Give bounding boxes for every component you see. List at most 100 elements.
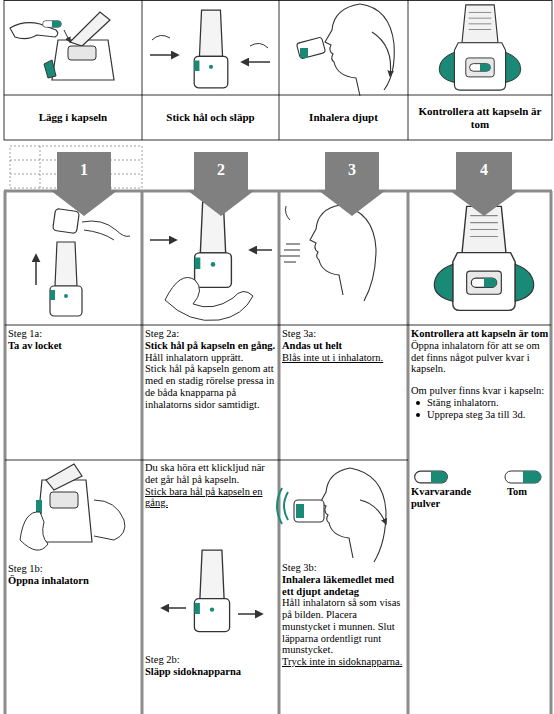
instruction-text: Om pulver finns kvar i kapseln: bbox=[411, 385, 549, 397]
instruction-text: Tryck inte in sidoknapparna. bbox=[282, 656, 406, 668]
pic-1a-part bbox=[50, 242, 82, 316]
text-cell: Steg 1a:Ta av locket bbox=[8, 328, 140, 456]
arrow-frame-part bbox=[550, 191, 553, 714]
pic-2b-part bbox=[162, 607, 186, 609]
text-cell: Steg 3a:Andas ut heltBlås inte ut i inha… bbox=[282, 328, 406, 458]
instruction-text: Öppna inhalatorn för att se om det finns… bbox=[411, 340, 549, 375]
text-cell: Kontrollera att kapseln är tomÖppna inha… bbox=[411, 328, 549, 708]
pic-1a-part bbox=[84, 230, 114, 240]
instruction-text: Steg 3b: bbox=[282, 562, 406, 574]
pic-1a-part bbox=[82, 221, 130, 236]
pic-2a-part bbox=[250, 249, 272, 251]
instruction-text: Stick hål på kapseln en gång. bbox=[145, 340, 277, 352]
capsule-icons-part bbox=[523, 471, 541, 483]
bullet-dot bbox=[416, 401, 420, 405]
pic-2a-part bbox=[165, 278, 253, 321]
pic-2a-part bbox=[195, 202, 232, 287]
text-cell: Du ska höra ett klickljud när det går hå… bbox=[145, 462, 277, 538]
instruction-text: Håll inhalatorn upprätt. bbox=[145, 352, 277, 364]
instruction-text: Inhalera läkemedlet med ett djupt andeta… bbox=[282, 574, 406, 598]
bullet-item: Stäng inhalatorn. bbox=[411, 397, 549, 409]
pic-3a bbox=[280, 205, 376, 301]
top-pic-insert-part bbox=[68, 46, 96, 60]
pic-4-part bbox=[434, 206, 533, 310]
instruction-text: Håll inhalatorn så som visas på bilden. … bbox=[282, 597, 406, 656]
top-pic-pierce bbox=[150, 10, 270, 88]
step-arrow: 4 bbox=[449, 152, 519, 216]
top-pic-pierce-part bbox=[194, 10, 228, 88]
top-pic-pierce-part bbox=[242, 61, 270, 63]
top-pic-inhale-part bbox=[300, 48, 308, 58]
instruction-text: Släpp sidoknapparna bbox=[145, 666, 277, 678]
arrow-shape-fill bbox=[187, 152, 255, 216]
arrow-shape-fill bbox=[449, 152, 519, 216]
pic-1a bbox=[36, 208, 130, 316]
pic-2b-part bbox=[238, 613, 262, 615]
arrow-shape-fill bbox=[318, 152, 386, 216]
grid-lines-part bbox=[5, 325, 551, 326]
step-arrow: 1 bbox=[50, 152, 118, 216]
pic-1a-part bbox=[35, 255, 37, 285]
text-cell: Steg 3b:Inhalera läkemedlet med ett djup… bbox=[282, 562, 406, 712]
text-cell: Steg 2b:Släpp sidoknapparna bbox=[145, 654, 277, 694]
caption-cell: Kontrollera att kapseln är tom bbox=[408, 95, 552, 140]
text-cell: Steg 2a:Stick hål på kapseln en gång.Hål… bbox=[145, 328, 277, 458]
pic-1a-part bbox=[53, 208, 80, 233]
bullet-text: Upprepa steg 3a till 3d. bbox=[427, 409, 525, 420]
caption-cell: Stick hål och släpp bbox=[142, 95, 279, 140]
top-pic-insert-part bbox=[43, 21, 62, 28]
instruction-text: Öppna inhalatorn bbox=[8, 575, 140, 587]
pic-1b-part bbox=[46, 464, 82, 490]
arrow-frame-part bbox=[141, 191, 144, 714]
arrow-frame bbox=[4, 191, 552, 714]
top-table-part bbox=[279, 0, 280, 140]
pic-3a-part bbox=[286, 206, 291, 220]
instruction-text: Kontrollera att kapseln är tom bbox=[411, 328, 549, 340]
pic-3b-part bbox=[320, 468, 353, 558]
pic-3a-part bbox=[310, 205, 343, 295]
top-pic-insert-part bbox=[70, 12, 110, 46]
bullet-dot bbox=[416, 413, 420, 417]
step-arrow: 3 bbox=[318, 152, 386, 216]
arrow-shape-fill bbox=[50, 152, 118, 216]
instruction-text: Blås inte ut i inhalatorn. bbox=[282, 352, 406, 364]
text-cell: Steg 1b:Öppna inhalatorn bbox=[8, 563, 140, 603]
pic-4 bbox=[434, 206, 533, 310]
top-pic-pierce-part bbox=[250, 43, 268, 48]
step-number: 1 bbox=[50, 161, 118, 179]
arrow-frame-part bbox=[278, 191, 281, 714]
top-table-part bbox=[4, 1, 552, 141]
pic-1b bbox=[20, 464, 125, 550]
top-pic-insert-part bbox=[64, 30, 70, 42]
pic-1b-part bbox=[50, 492, 78, 508]
capsule-icons bbox=[415, 471, 541, 483]
instruction-text: Stick bara hål på kapseln en gång. bbox=[145, 486, 277, 510]
top-table bbox=[4, 0, 552, 140]
capsule-icons-part bbox=[415, 471, 448, 483]
instruction-text: Stick hål på kapseln genom att med en st… bbox=[145, 363, 277, 410]
pic-3a-part bbox=[340, 205, 376, 301]
pic-1b-part bbox=[94, 500, 125, 540]
instruction-text: Steg 2a: bbox=[145, 328, 277, 340]
step-number: 4 bbox=[449, 161, 519, 179]
pic-3a-part bbox=[280, 244, 300, 262]
step-number: 2 bbox=[187, 161, 255, 179]
pic-3b-part bbox=[296, 504, 304, 518]
top-pic-inhale-part bbox=[296, 37, 325, 59]
pic-3b-part bbox=[277, 488, 288, 524]
pic-1b-part bbox=[20, 512, 48, 550]
instruction-text: Ta av locket bbox=[8, 340, 140, 352]
capsule-icons-part bbox=[505, 471, 541, 483]
arrow-frame-part bbox=[407, 191, 410, 714]
pic-3b-part bbox=[350, 468, 386, 562]
top-pic-insert-part bbox=[44, 60, 56, 78]
top-pic-pierce-part bbox=[152, 35, 170, 40]
top-table-part bbox=[408, 0, 409, 140]
top-table-part bbox=[142, 0, 143, 140]
instruction-text: Andas ut helt bbox=[282, 340, 406, 352]
caption-cell: Inhalera djupt bbox=[279, 95, 408, 140]
top-pic-inhale-part bbox=[360, 4, 394, 90]
pic-3b-part bbox=[360, 500, 386, 524]
instruction-text: Du ska höra ett klickljud när det går hå… bbox=[145, 462, 277, 486]
